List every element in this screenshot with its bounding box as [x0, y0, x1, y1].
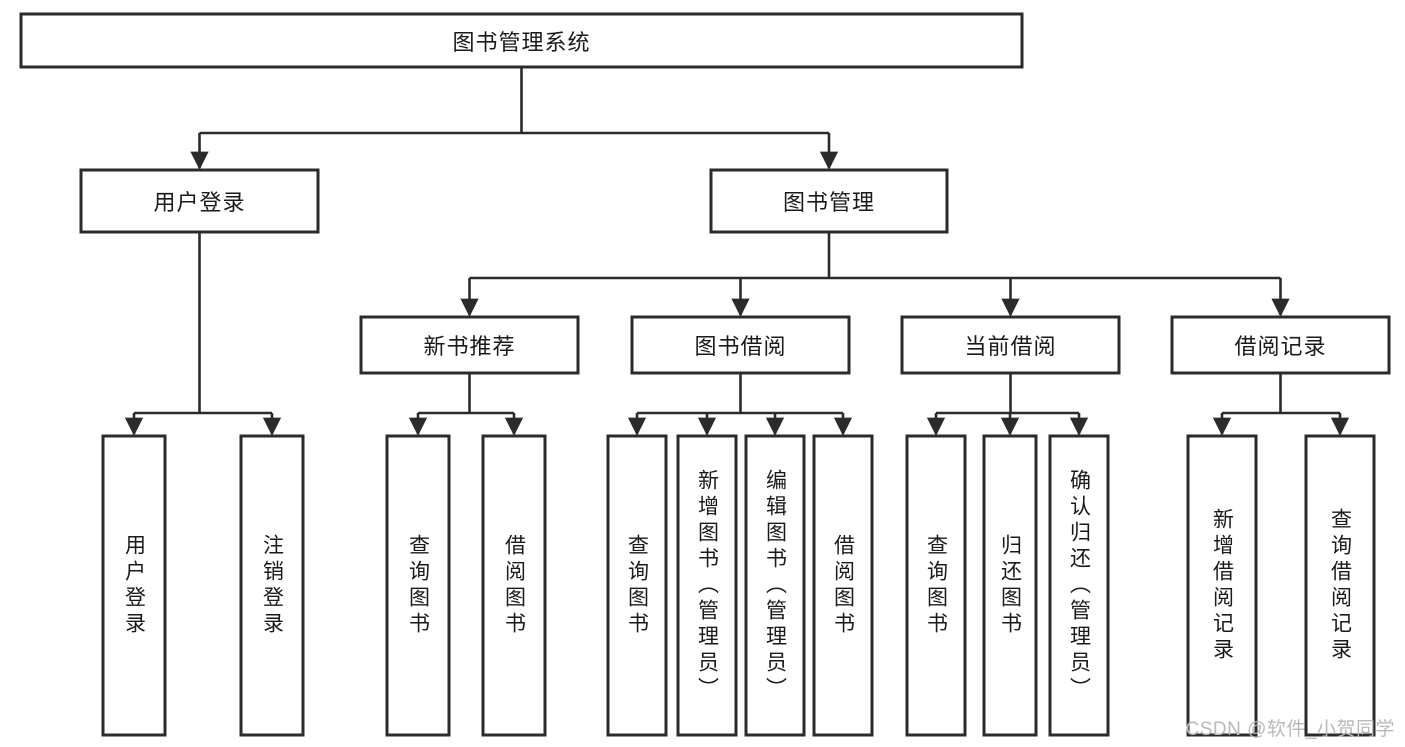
- node-leaf-0[interactable]: 用户登录: [103, 436, 165, 735]
- node-leaf-label-12: 查询借阅记录: [1328, 507, 1352, 664]
- node-leaf-label-0: 用户登录: [122, 533, 146, 638]
- node-leaf-4[interactable]: 查询图书: [608, 436, 666, 735]
- box-leaf-4[interactable]: [606, 434, 668, 737]
- box-level3-2[interactable]: [900, 315, 1121, 375]
- watermark-text: CSDN @软件_小贺同学: [1185, 719, 1395, 740]
- box-leaf-8[interactable]: [905, 434, 967, 737]
- box-leaf-3[interactable]: [481, 434, 547, 737]
- node-boxes: [19, 12, 1391, 737]
- node-leaf-9[interactable]: 归还图书: [984, 436, 1036, 735]
- node-leaf-label-4: 查询图书: [625, 533, 649, 638]
- node-leaf-10[interactable]: 确认归还（管理员）: [1050, 436, 1108, 735]
- box-leaf-6[interactable]: [744, 434, 806, 737]
- box-level2-0[interactable]: [79, 168, 320, 234]
- node-leaf-label-1: 注销登录: [260, 533, 284, 638]
- node-leaf-12[interactable]: 查询借阅记录: [1306, 436, 1374, 735]
- node-leaf-label-5: 新增图书（管理员）: [695, 468, 719, 703]
- node-leaf-8[interactable]: 查询图书: [907, 436, 965, 735]
- node-leaf-3[interactable]: 借阅图书: [483, 436, 545, 735]
- node-leaf-1[interactable]: 注销登录: [241, 436, 303, 735]
- node-leaf-label-7: 借阅图书: [831, 533, 855, 638]
- box-leaf-7[interactable]: [812, 434, 874, 737]
- box-leaf-10[interactable]: [1048, 434, 1110, 737]
- connector-lines: [124, 67, 1350, 436]
- node-leaf-label-10: 确认归还（管理员）: [1067, 468, 1091, 703]
- box-leaf-11[interactable]: [1186, 434, 1258, 737]
- box-leaf-5[interactable]: [676, 434, 738, 737]
- node-leaf-7[interactable]: 借阅图书: [814, 436, 872, 735]
- box-level3-0[interactable]: [359, 315, 580, 375]
- node-leaf-label-2: 查询图书: [406, 533, 430, 638]
- node-leaf-label-8: 查询图书: [924, 533, 948, 638]
- node-leaf-label-6: 编辑图书（管理员）: [763, 468, 787, 703]
- box-leaf-2[interactable]: [385, 434, 451, 737]
- node-leaf-11[interactable]: 新增借阅记录: [1188, 436, 1256, 735]
- node-leaf-6[interactable]: 编辑图书（管理员）: [746, 436, 804, 735]
- node-leaf-2[interactable]: 查询图书: [387, 436, 449, 735]
- box-root[interactable]: [19, 12, 1024, 69]
- box-leaf-12[interactable]: [1304, 434, 1376, 737]
- box-level2-1[interactable]: [709, 168, 949, 234]
- node-leaf-label-9: 归还图书: [998, 533, 1022, 638]
- box-level3-3[interactable]: [1170, 315, 1391, 375]
- box-leaf-9[interactable]: [982, 434, 1038, 737]
- box-level3-1[interactable]: [630, 315, 851, 375]
- box-leaf-0[interactable]: [101, 434, 167, 737]
- box-leaf-1[interactable]: [239, 434, 305, 737]
- node-leaf-label-3: 借阅图书: [502, 533, 526, 638]
- node-leaf-5[interactable]: 新增图书（管理员）: [678, 436, 736, 735]
- node-leaf-label-11: 新增借阅记录: [1210, 507, 1234, 664]
